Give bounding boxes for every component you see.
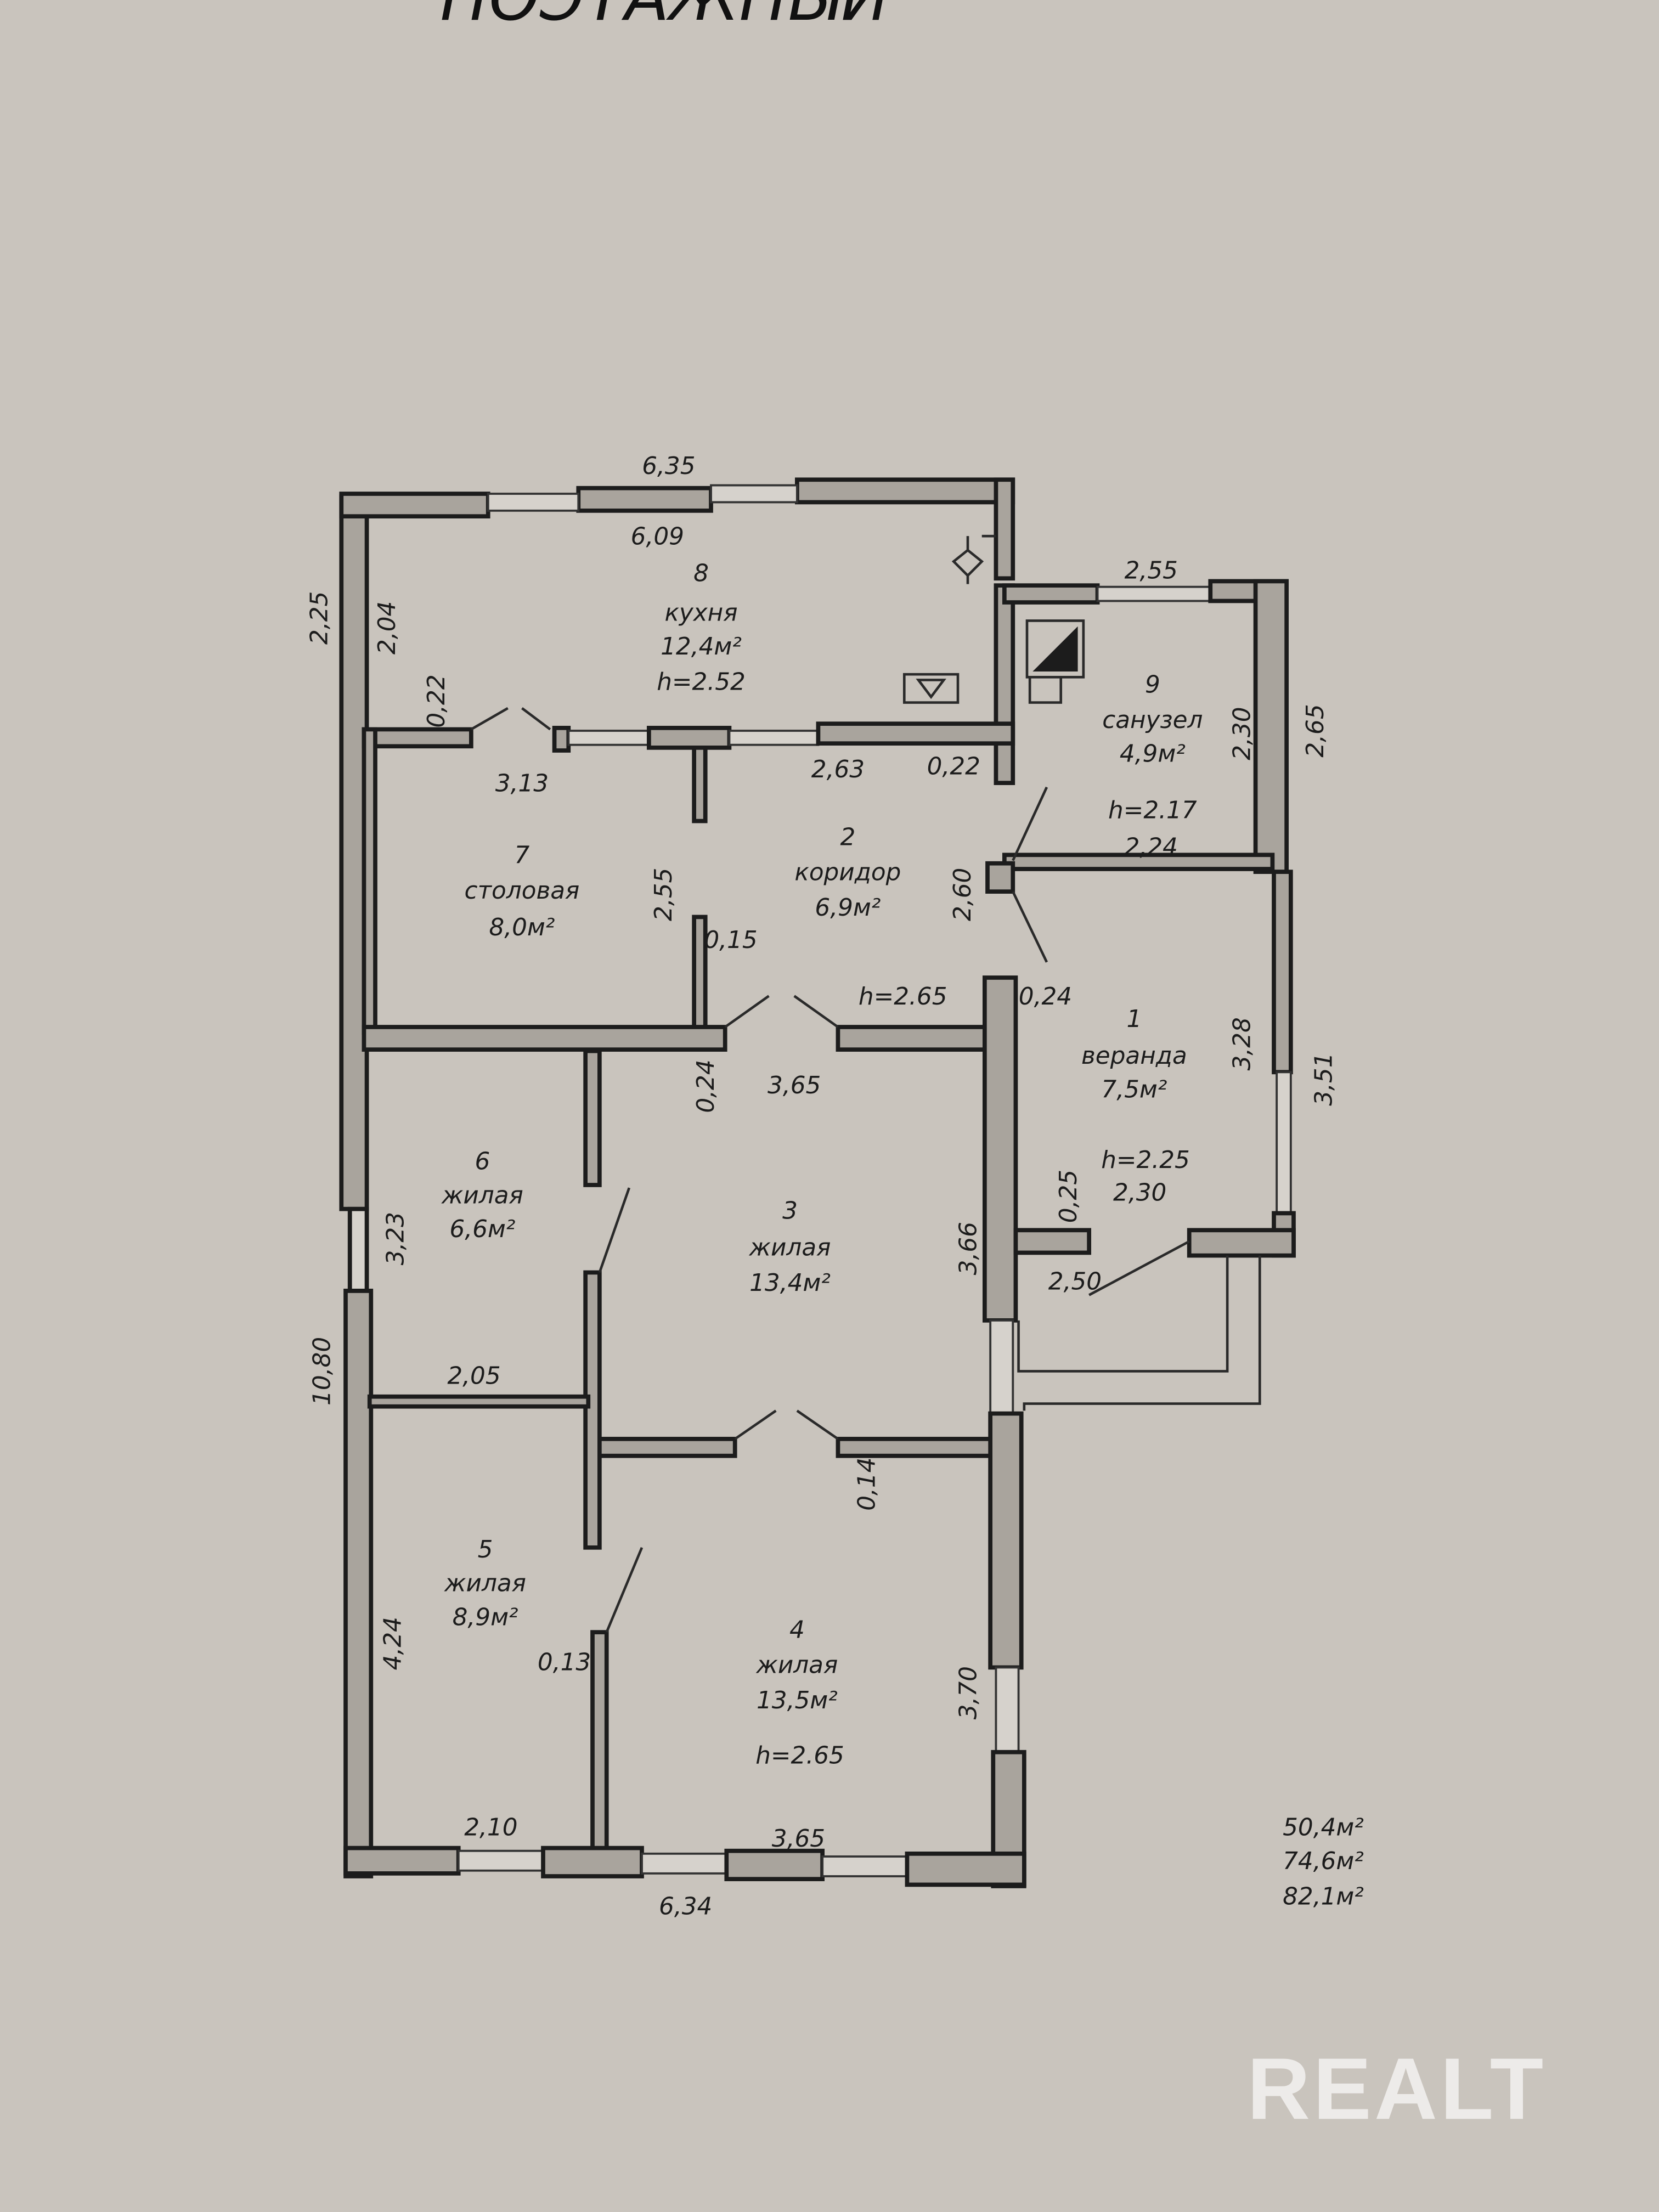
dimension-label: 2,10 bbox=[464, 1813, 517, 1841]
living-area: 50,4м² bbox=[1283, 1813, 1364, 1841]
label: жилая bbox=[755, 1651, 838, 1679]
label: 8,9м² bbox=[453, 1603, 518, 1631]
dimension-label: 3,23 bbox=[381, 1212, 409, 1265]
label: 4 bbox=[789, 1616, 805, 1644]
sink-icon bbox=[902, 673, 960, 704]
dimension-label: 2,50 bbox=[1048, 1267, 1102, 1295]
realt-watermark-logo: REALT bbox=[1247, 2040, 1546, 2137]
room-1: 1 веранда 7,5м² h=2.25 bbox=[1081, 1005, 1190, 1174]
room-4: 4 жилая 13,5м² h=2.65 bbox=[755, 1616, 844, 1769]
dimension-label: 2,55 bbox=[1125, 556, 1178, 584]
label: 7 bbox=[515, 842, 530, 870]
label: 1 bbox=[1127, 1005, 1142, 1033]
gross-area: 82,1м² bbox=[1283, 1882, 1364, 1910]
room-5: 5 жилая 8,9м² bbox=[444, 1536, 526, 1631]
dimension-label: 0,13 bbox=[538, 1649, 591, 1677]
dimension-labels: 6,35 6,09 2,25 2,04 0,22 3,13 2,63 0,22 … bbox=[306, 452, 1338, 1920]
dimension-label: 2,63 bbox=[811, 755, 865, 783]
label: санузел bbox=[1102, 706, 1203, 734]
label: 4,9м² bbox=[1120, 740, 1186, 768]
room-2: 2 коридор 6,9м² h=2.65 bbox=[794, 823, 947, 1011]
label: 9 bbox=[1145, 671, 1160, 699]
dimension-label: 2,04 bbox=[373, 601, 401, 654]
label: h=2.17 bbox=[1108, 796, 1197, 824]
label: 8 bbox=[693, 559, 709, 587]
room-8: 8 кухня 12,4м² h=2.52 bbox=[657, 559, 746, 696]
dimension-label: 2,24 bbox=[1125, 833, 1178, 861]
dimension-label: 2,60 bbox=[949, 868, 977, 921]
label: столовая bbox=[465, 877, 580, 905]
label: 12,4м² bbox=[661, 633, 742, 661]
label: h=2.25 bbox=[1101, 1146, 1190, 1174]
dimension-label: 4,24 bbox=[379, 1617, 407, 1670]
dimension-label: 2,25 bbox=[306, 591, 334, 645]
label: 6,6м² bbox=[449, 1215, 515, 1243]
label: жилая bbox=[441, 1181, 523, 1209]
dimension-label: 0,24 bbox=[1019, 983, 1072, 1011]
dimension-label: 3,13 bbox=[495, 770, 549, 798]
dimension-label: 3,65 bbox=[772, 1825, 825, 1853]
stove-icon bbox=[1025, 619, 1085, 679]
dimension-label: 6,35 bbox=[642, 452, 695, 480]
dimension-label: 3,28 bbox=[1228, 1017, 1256, 1070]
doors-and-fixtures bbox=[470, 534, 1261, 1633]
label: веранда bbox=[1081, 1042, 1187, 1070]
label: 13,5м² bbox=[757, 1686, 838, 1714]
dimension-label: 3,66 bbox=[954, 1222, 982, 1275]
room-6: 6 жилая 6,6м² bbox=[441, 1148, 523, 1243]
label: h=2.65 bbox=[755, 1741, 844, 1769]
label: 6 bbox=[475, 1148, 490, 1176]
dimension-label: 3,65 bbox=[768, 1071, 821, 1099]
dimension-label: 3,51 bbox=[1310, 1052, 1338, 1105]
dimension-label: 2,30 bbox=[1228, 707, 1256, 760]
walls bbox=[339, 477, 1296, 1888]
dimension-label: 0,24 bbox=[692, 1059, 720, 1113]
dimension-label: 2,55 bbox=[650, 868, 678, 921]
dimension-label: 6,09 bbox=[631, 523, 684, 551]
label: 7,5м² bbox=[1101, 1076, 1167, 1104]
label: 3 bbox=[782, 1197, 798, 1225]
label: кухня bbox=[665, 599, 738, 627]
room-labels: 8 кухня 12,4м² h=2.52 9 санузел 4,9м² h=2.17 7… bbox=[441, 559, 1203, 1769]
label: 2 bbox=[840, 823, 856, 851]
dimension-label: 0,14 bbox=[853, 1457, 881, 1510]
dimension-label: 10,80 bbox=[308, 1337, 336, 1406]
dimension-label: 3,70 bbox=[954, 1666, 982, 1719]
plan-title: ПОЭТАЖНЫЙ bbox=[440, 0, 889, 35]
room-3: 3 жилая 13,4м² bbox=[749, 1197, 831, 1297]
label: жилая bbox=[749, 1234, 831, 1262]
dimension-label: 0,25 bbox=[1054, 1170, 1082, 1223]
label: жилая bbox=[444, 1570, 526, 1598]
dimension-label: 2,65 bbox=[1301, 704, 1329, 757]
area-totals: 50,4м² 74,6м² 82,1м² bbox=[1283, 1813, 1364, 1910]
dimension-label: 6,34 bbox=[659, 1892, 712, 1920]
label: 8,0м² bbox=[489, 913, 555, 941]
label: 6,9м² bbox=[815, 894, 881, 922]
label: 5 bbox=[478, 1536, 493, 1564]
dimension-label: 0,15 bbox=[704, 926, 757, 954]
gas-meter-icon bbox=[951, 536, 984, 584]
dimension-label: 2,30 bbox=[1113, 1178, 1166, 1206]
dimension-label: 0,22 bbox=[422, 674, 450, 727]
label: h=2.65 bbox=[859, 983, 947, 1011]
dimension-label: 2,05 bbox=[447, 1362, 500, 1390]
room-9: 9 санузел 4,9м² h=2.17 bbox=[1102, 671, 1203, 825]
dimension-label: 0,22 bbox=[927, 753, 980, 781]
label: 13,4м² bbox=[749, 1269, 831, 1297]
label: коридор bbox=[794, 859, 901, 887]
label: h=2.52 bbox=[657, 668, 746, 696]
total-area: 74,6м² bbox=[1283, 1847, 1364, 1875]
room-7: 7 столовая 8,0м² bbox=[465, 842, 580, 941]
